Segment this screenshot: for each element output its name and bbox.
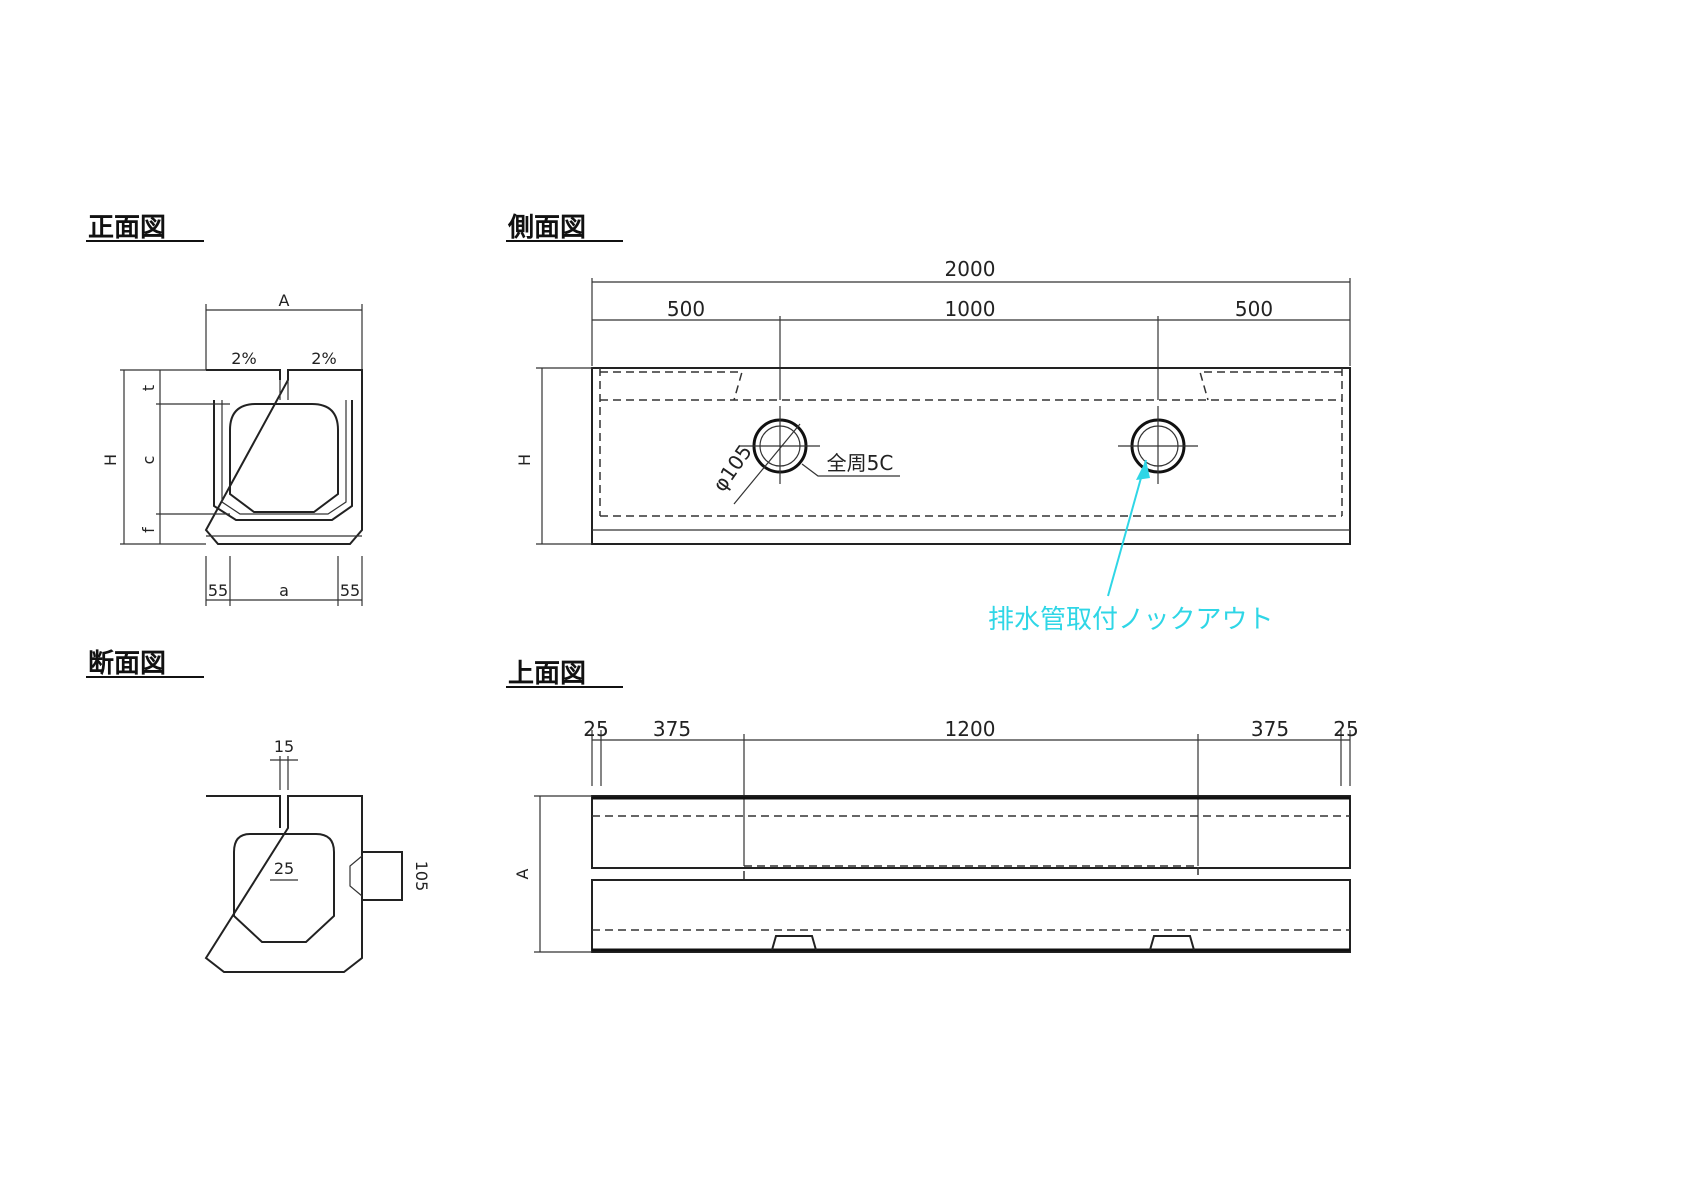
section-dim-25: 25 xyxy=(274,859,294,878)
front-dim-55-right: 55 xyxy=(340,581,360,600)
side-chamfer: 全周5C xyxy=(827,451,894,475)
front-inner-opening xyxy=(229,403,339,513)
side-view: 2000 500 1000 500 φ105 全周5C xyxy=(515,257,1351,545)
front-dim-f: f xyxy=(139,527,158,533)
top-body-lower xyxy=(591,879,1351,953)
top-dim-375-left: 375 xyxy=(653,717,691,741)
top-dim-25-right: 25 xyxy=(1333,717,1358,741)
front-outer-body xyxy=(204,369,363,545)
annotation-leader xyxy=(1107,459,1147,597)
front-dim-A: A xyxy=(279,291,290,310)
section-dim-105: 105 xyxy=(412,861,431,892)
top-tab-left xyxy=(771,935,817,951)
top-dim-25-left: 25 xyxy=(583,717,608,741)
front-view: A 2% 2% H t c f 55 a 55 xyxy=(101,291,363,606)
side-dim-right: 500 xyxy=(1235,297,1273,321)
side-pipe-dia: φ105 xyxy=(708,440,757,496)
front-slope-right: 2% xyxy=(311,349,336,368)
title-top-view: 上面図 xyxy=(508,659,586,689)
side-dim-middle: 1000 xyxy=(945,297,996,321)
knockout-annotation: 排水管取付ノックアウト xyxy=(988,459,1273,635)
section-outer-body xyxy=(204,795,363,973)
section-view: 15 25 105 xyxy=(204,737,431,973)
annotation-knockout-label: 排水管取付ノックアウト xyxy=(988,605,1273,635)
top-body-upper xyxy=(591,795,1351,869)
title-front-view: 正面図 xyxy=(88,213,166,243)
front-rebar-outer xyxy=(213,400,353,521)
top-tab-right xyxy=(1149,935,1195,951)
section-pipe-stub xyxy=(362,851,403,901)
side-dim-total: 2000 xyxy=(945,257,996,281)
top-dim-A: A xyxy=(513,868,532,879)
front-dim-t: t xyxy=(139,385,158,391)
front-dim-H: H xyxy=(101,454,120,466)
top-dim-375-right: 375 xyxy=(1251,717,1289,741)
front-dim-a: a xyxy=(279,581,289,600)
title-side-view: 側面図 xyxy=(507,213,586,243)
front-dim-c: c xyxy=(139,456,158,465)
side-body xyxy=(591,367,1351,545)
section-inner-hollow xyxy=(233,833,335,943)
side-dim-H: H xyxy=(515,454,534,466)
top-dim-1200: 1200 xyxy=(945,717,996,741)
title-section-view: 断面図 xyxy=(88,648,166,679)
top-view: 25 375 1200 375 25 A xyxy=(513,717,1359,953)
front-slope-left: 2% xyxy=(231,349,256,368)
side-dim-left: 500 xyxy=(667,297,705,321)
section-dim-15: 15 xyxy=(274,737,294,756)
front-dim-55-left: 55 xyxy=(208,581,228,600)
